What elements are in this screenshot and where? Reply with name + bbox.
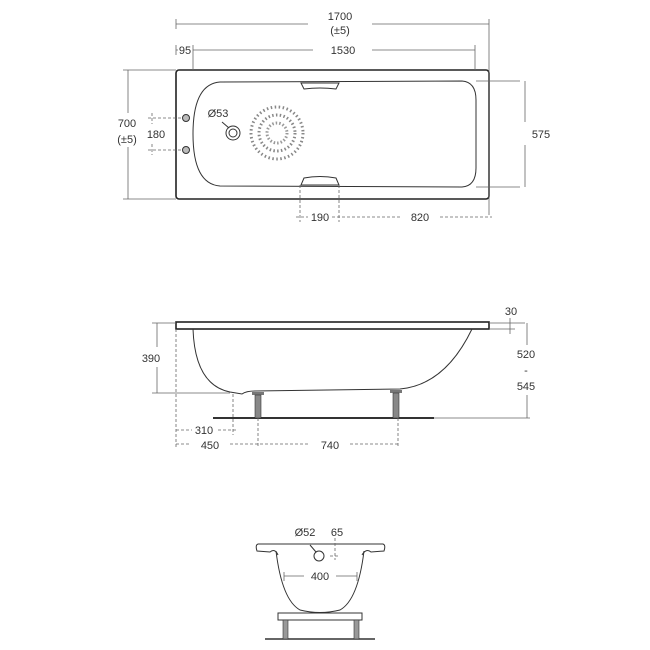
dim-waste-diameter: Ø53 (208, 108, 229, 120)
dim-width-tolerance: (±5) (117, 134, 136, 146)
dim-line (152, 322, 230, 394)
leg-icon (353, 619, 360, 640)
dim-depth: 390 (142, 353, 160, 365)
anti-slip-pattern-ring (265, 121, 289, 145)
dim-base-width: 400 (311, 571, 329, 583)
dim-line (148, 113, 182, 155)
dim-line (175, 329, 400, 448)
dim-line (283, 572, 358, 581)
anti-slip-pattern-ring (257, 113, 297, 153)
dim-inner-width: 575 (532, 129, 550, 141)
bath-body (192, 328, 473, 395)
leg-icon (282, 619, 289, 640)
plan-view: 1700 (±5) 95 1530 700 (±5) 180 Ø53 575 1… (117, 11, 550, 224)
dim-line (476, 80, 526, 188)
tap-hole-icon (182, 114, 190, 122)
dim-line (123, 69, 176, 200)
waste-leader-line (221, 121, 230, 129)
dim-line (175, 45, 476, 70)
dim-waste-offset: 65 (331, 527, 343, 539)
end-rim (255, 543, 386, 556)
dim-tap-centres: 180 (147, 129, 165, 141)
bath-outline (175, 69, 490, 200)
dim-inner-length: 1530 (331, 45, 355, 57)
waste-leader-line (309, 544, 317, 553)
dim-end-to-leg: 450 (201, 440, 219, 452)
dim-rim-to-tap: 95 (179, 45, 191, 57)
waste-icon (225, 125, 241, 141)
dim-leg-spacing: 740 (321, 440, 339, 452)
anti-slip-pattern (249, 105, 305, 161)
dim-handle-width: 190 (311, 212, 329, 224)
dim-length-tolerance: (±5) (330, 25, 349, 37)
basin-outline (192, 80, 477, 188)
dim-end-to-waste: 310 (195, 425, 213, 437)
side-view: 390 30 520 - 545 310 450 740 (142, 306, 535, 452)
bath-rim (175, 321, 490, 330)
grip-handle-top (300, 82, 340, 90)
dim-overall-length: 1700 (328, 11, 352, 23)
dim-height-separator: - (524, 365, 528, 377)
support-frame (277, 612, 363, 621)
leg-icon (252, 390, 402, 419)
tap-hole-icon (182, 146, 190, 154)
end-view: Ø52 65 400 (255, 527, 386, 640)
waste-icon (313, 550, 325, 562)
dim-line (434, 318, 530, 419)
dim-line (296, 185, 492, 222)
dim-line (330, 538, 340, 560)
dim-height-min: 520 (517, 349, 535, 361)
dim-height-max: 545 (517, 381, 535, 393)
dim-handle-to-end: 820 (411, 212, 429, 224)
dim-end-waste-diameter: Ø52 (295, 527, 316, 539)
dim-rim-thickness: 30 (505, 306, 517, 318)
grip-handle-bottom (300, 176, 340, 186)
dim-overall-width: 700 (118, 118, 136, 130)
dim-line (175, 19, 490, 215)
waste-inner-ring (228, 128, 238, 138)
